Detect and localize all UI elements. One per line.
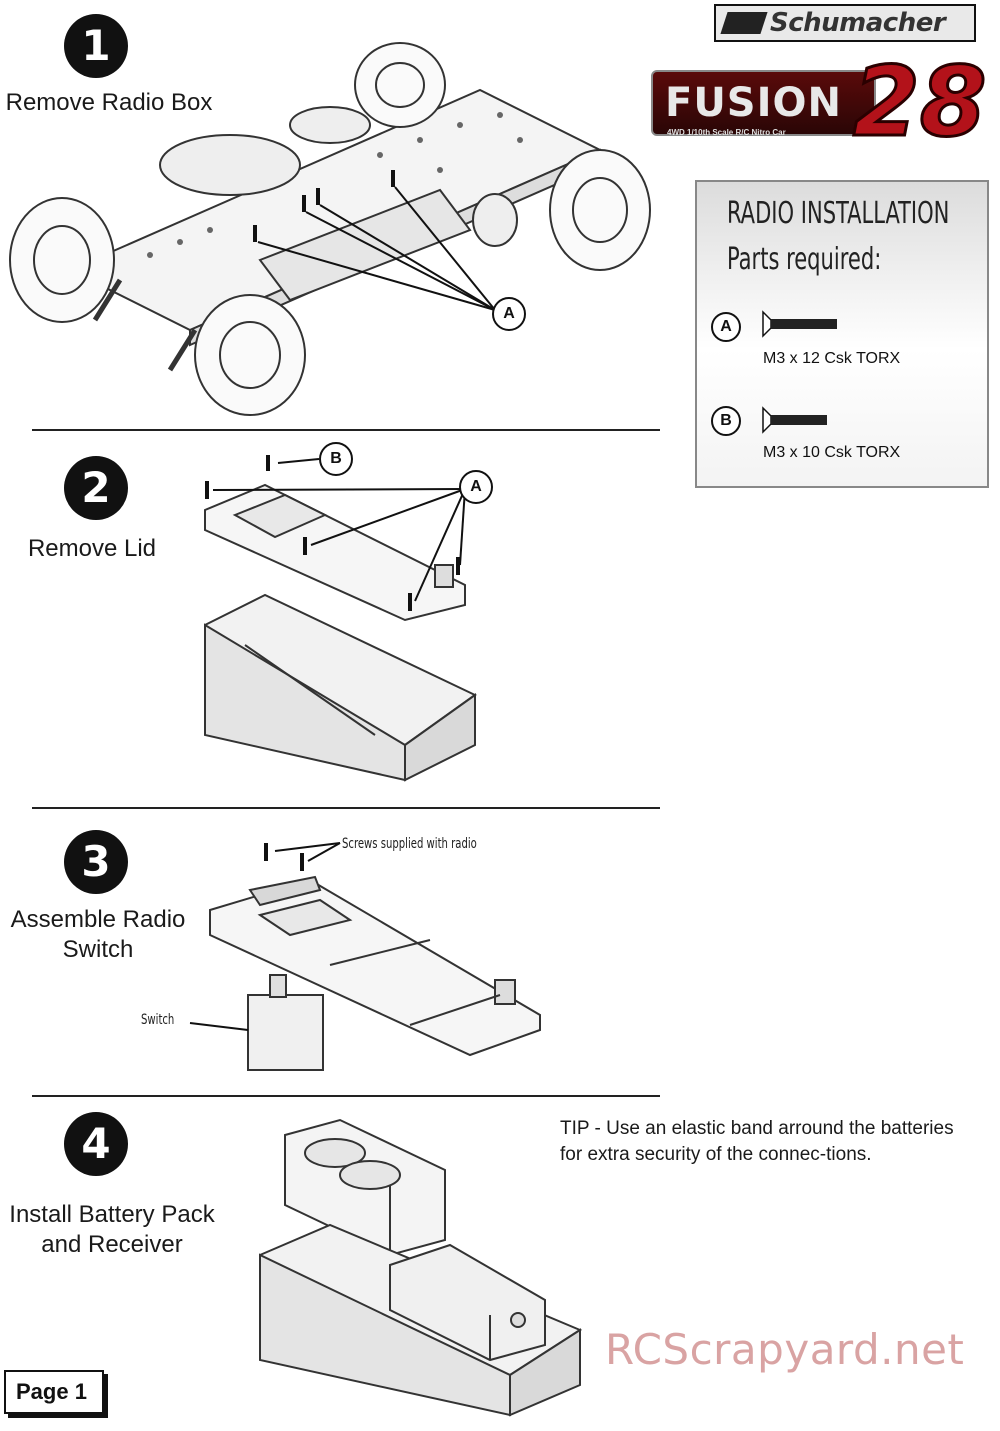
screw-a-icon <box>762 310 837 338</box>
step-2-callout-b: B <box>319 442 353 476</box>
fusion-number: 28 <box>852 46 989 158</box>
step-4-title-line-2: and Receiver <box>41 1231 183 1258</box>
battery-receiver-illustration <box>259 1118 583 1417</box>
step-3-number: 3 <box>64 830 128 894</box>
step-2-number: 2 <box>64 456 128 520</box>
step-3-title-line-2: Switch <box>62 936 134 963</box>
tip-text: TIP - Use an elastic band arround the ba… <box>560 1118 954 1165</box>
step-4-title: Install Battery Pack and Receiver <box>0 1200 224 1260</box>
fusion-28-logo: FUSION 4WD 1/10th Scale R/C Nitro Car 28 <box>645 49 990 158</box>
screws-supplied-label: Screws supplied with radio <box>342 836 477 852</box>
step-2-callout-a: A <box>459 470 493 504</box>
brand-name: Schumacher <box>770 8 946 38</box>
radio-box-lid-illustration <box>204 455 477 782</box>
switch-label: Switch <box>141 1012 175 1028</box>
brand-mark-icon <box>720 12 768 34</box>
screw-b-icon <box>762 406 827 434</box>
part-badge-a: A <box>711 312 741 342</box>
step-1-title-line: Remove Radio Box <box>5 89 213 116</box>
part-label-a: M3 x 12 Csk TORX <box>763 350 901 367</box>
chassis-illustration <box>9 42 651 416</box>
fusion-subtitle: 4WD 1/10th Scale R/C Nitro Car <box>667 128 786 137</box>
step-2-title-line: Remove Lid <box>27 535 157 562</box>
divider-2 <box>32 807 660 809</box>
step-3-title-line-1: Assemble Radio <box>10 906 186 933</box>
step-4-title-line-1: Install Battery Pack <box>9 1201 215 1228</box>
step-2-title: Remove Lid <box>0 534 184 564</box>
step-1-callout-a: A <box>492 297 526 331</box>
divider-1 <box>32 429 660 431</box>
schumacher-logo: Schumacher <box>714 4 976 42</box>
step-1-number: 1 <box>64 14 128 78</box>
watermark: RCScrapyard.net <box>605 1325 965 1374</box>
part-label-b: M3 x 10 Csk TORX <box>763 444 901 461</box>
switch-lid-illustration <box>189 842 541 1071</box>
step-3-title: Assemble Radio Switch <box>0 905 196 965</box>
fusion-word: FUSION <box>665 80 842 126</box>
divider-3 <box>32 1095 660 1097</box>
fusion-word-plate: FUSION 4WD 1/10th Scale R/C Nitro Car <box>651 70 876 137</box>
parts-required-box: RADIO INSTALLATION Parts required: A M3 … <box>695 180 989 488</box>
step-1-title: Remove Radio Box <box>0 88 218 118</box>
part-badge-b: B <box>711 406 741 436</box>
parts-box-title: RADIO INSTALLATION <box>727 196 950 231</box>
parts-box-subtitle: Parts required: <box>727 242 882 277</box>
page-number-box: Page 1 <box>4 1370 104 1414</box>
step-4-number: 4 <box>64 1112 128 1176</box>
